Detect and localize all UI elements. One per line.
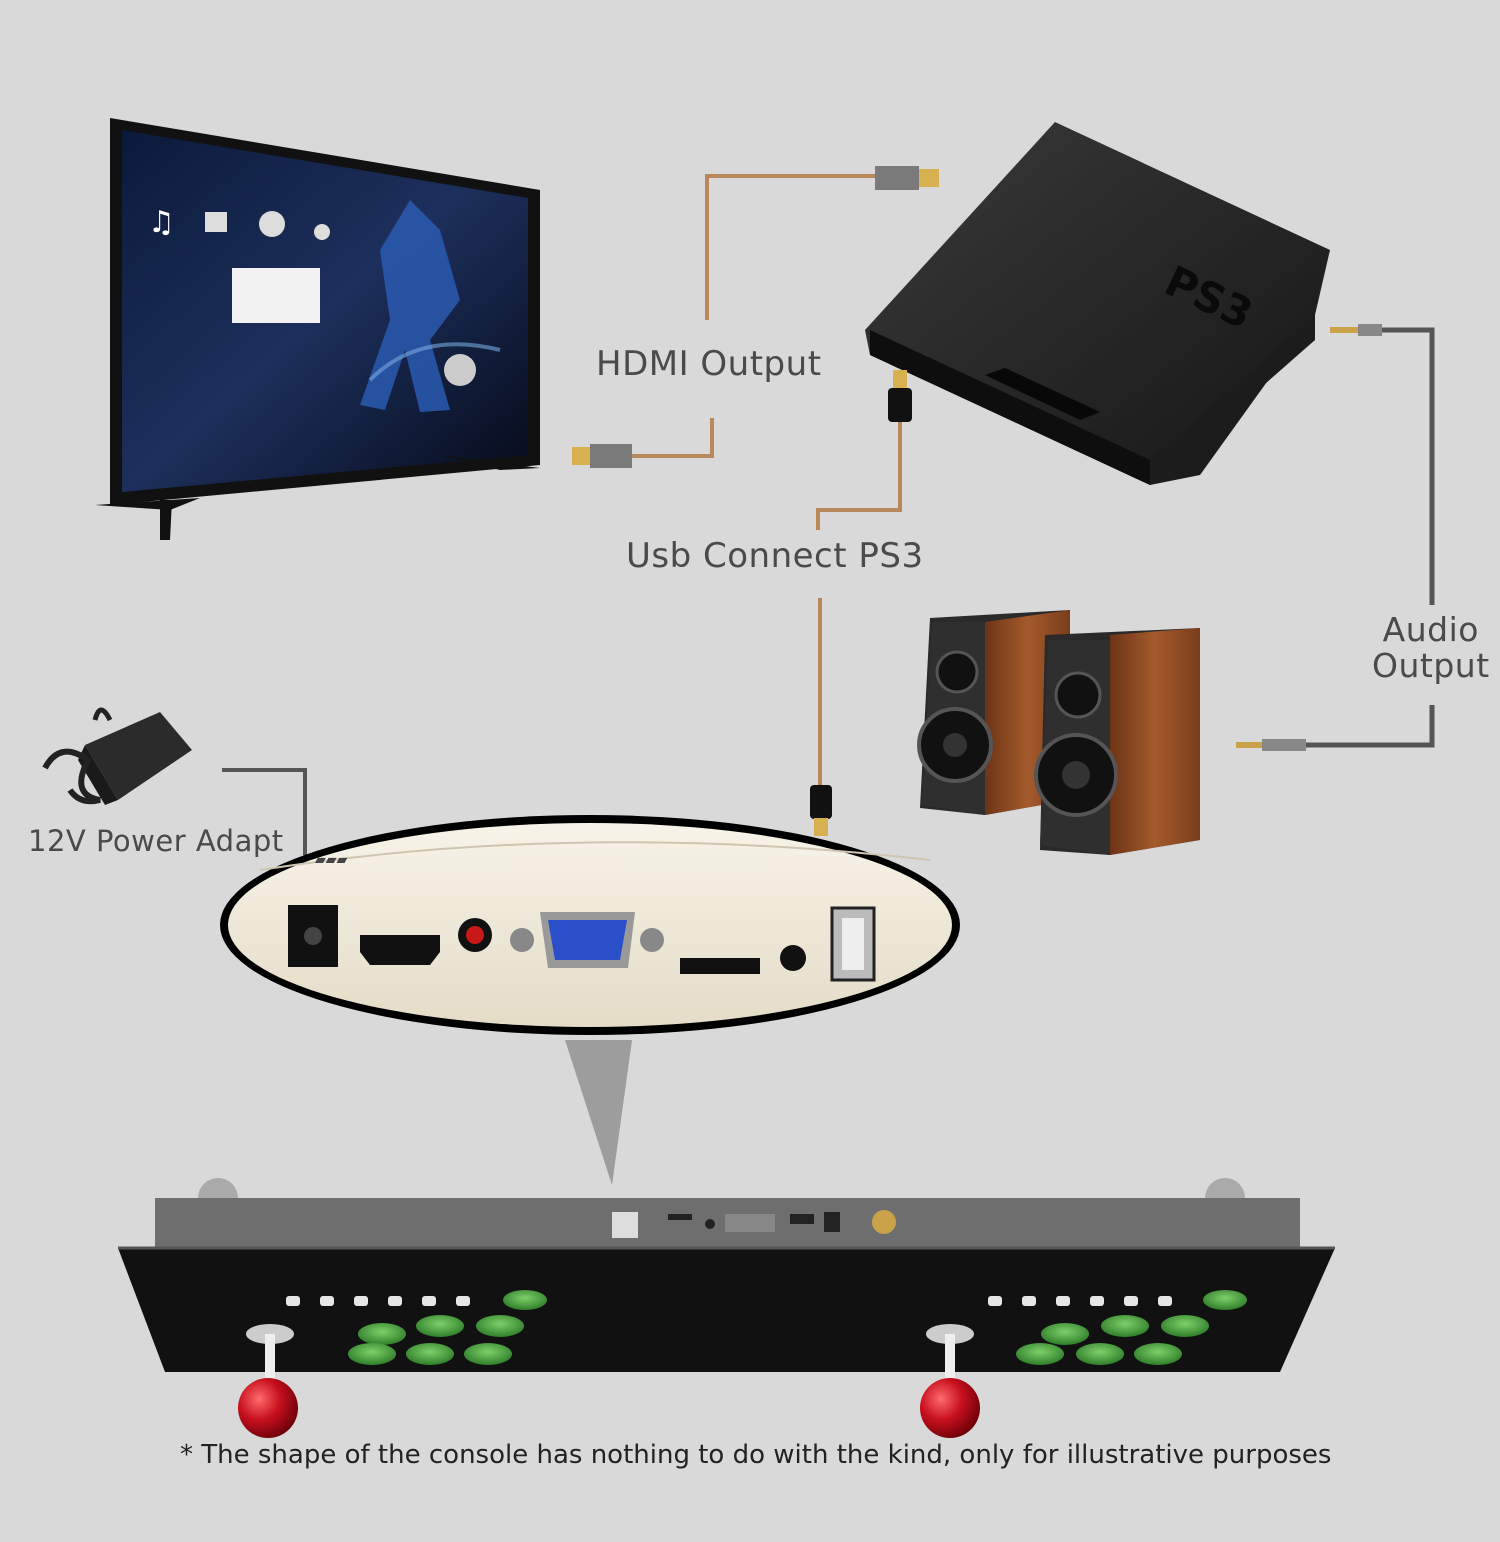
audio-cable (1305, 327, 1435, 748)
audio-label-line2: Output (1372, 646, 1490, 686)
hdmi-plug-icon (572, 444, 632, 468)
audio-jack-icon (1236, 739, 1306, 751)
audio-jack-icon (1330, 324, 1382, 336)
svg-text:▰▰▰: ▰▰▰ (315, 852, 348, 868)
sd-slot-icon (680, 958, 760, 974)
usb-cable (816, 420, 902, 785)
footnote: * The shape of the console has nothing t… (180, 1440, 1332, 1470)
arcade-panel-icon (118, 1178, 1335, 1438)
hdmi-plug-icon (875, 166, 939, 190)
tv-icon: ♫ (95, 118, 540, 540)
callout-pointer (565, 1040, 632, 1185)
usb-connect-label: Usb Connect PS3 (626, 536, 924, 576)
power-cable (222, 768, 307, 855)
hdmi-cable (632, 174, 875, 458)
ps3-console-icon: PS3 (865, 122, 1330, 485)
power-adapter-label: 12V Power Adapt (28, 824, 284, 858)
hdmi-output-label: HDMI Output (596, 344, 822, 384)
port-closeup: ▰▰▰ (220, 815, 960, 1035)
usb-plug-icon (810, 785, 832, 836)
svg-text:♫: ♫ (148, 205, 175, 240)
vga-port-icon (510, 912, 664, 968)
power-adapter-icon (42, 707, 192, 805)
speakers-icon (917, 610, 1200, 855)
hdmi-port-icon (360, 935, 440, 965)
audio-label-line1: Audio (1382, 610, 1479, 649)
usb-plug-icon (888, 370, 912, 422)
audio-port-icon (780, 945, 806, 971)
audio-output-label: Audio Output (1372, 610, 1490, 686)
